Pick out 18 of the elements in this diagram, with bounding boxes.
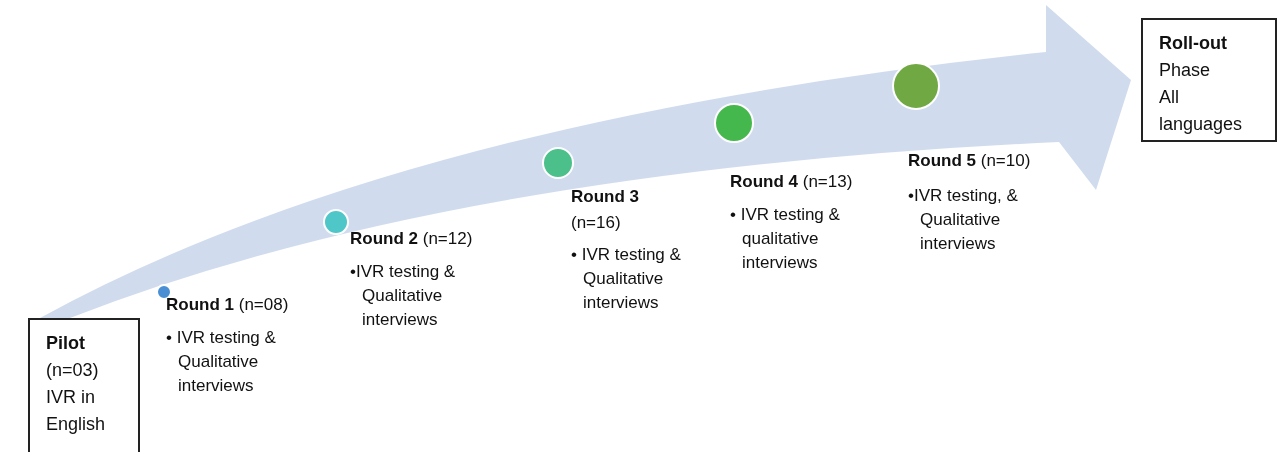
phase-detail: (n=03) IVR in English	[46, 359, 107, 436]
phase-title: Roll-out	[1159, 32, 1228, 55]
round-heading: Round 2 (n=12)	[350, 228, 474, 250]
timeline-arrow	[40, 5, 1131, 318]
round-heading: Round 3 (n=16)	[571, 186, 640, 234]
activity-bullet: • IVR testing & qualitative interviews	[730, 204, 841, 274]
phase-box	[1141, 18, 1277, 142]
activity-bullet: • IVR testing & Qualitative interviews	[571, 244, 682, 314]
round-heading: Round 1 (n=08)	[166, 294, 290, 316]
phase-box	[28, 318, 140, 452]
activity-bullet: •IVR testing & Qualitative interviews	[350, 261, 457, 331]
round-heading: Round 4 (n=13)	[730, 171, 854, 193]
phase-detail: All languages	[1159, 86, 1244, 136]
phase-title: Pilot	[46, 332, 86, 355]
activity-bullet: • IVR testing & Qualitative interviews	[166, 327, 277, 397]
phase-detail: Phase	[1159, 59, 1212, 82]
activity-bullet: •IVR testing, & Qualitative interviews	[908, 185, 1019, 255]
round-heading: Round 5 (n=10)	[908, 150, 1032, 172]
